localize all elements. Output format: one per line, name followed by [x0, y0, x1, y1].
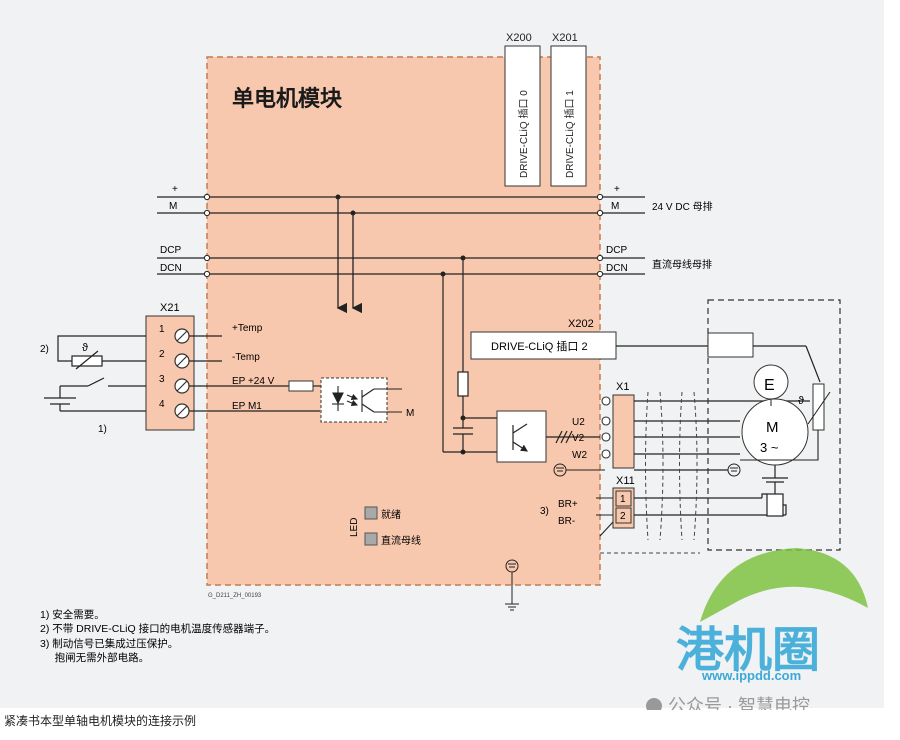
led-dc-link	[364, 532, 378, 546]
note-marker-3: 3)	[540, 506, 549, 517]
busbar-terminals	[203, 193, 604, 278]
x11-label: X11	[616, 475, 635, 487]
x1-screws	[601, 396, 611, 459]
x200-socket	[504, 45, 541, 187]
external-wiring	[44, 335, 146, 412]
x1-block	[612, 394, 635, 469]
bus-junctions	[335, 194, 466, 277]
note-1: 1) 安全需要。	[40, 608, 105, 621]
x21-pin-3: 3	[159, 374, 165, 385]
bus-24v-label: 24 V DC 母排	[652, 200, 713, 213]
bus-m-left: M	[169, 201, 177, 212]
bus-dcn-left: DCN	[160, 263, 182, 274]
cable-shield	[645, 391, 698, 541]
optocoupler	[320, 377, 388, 423]
x1-pin-u2: U2	[572, 417, 585, 428]
led-dc-link-label: 直流母线	[381, 534, 421, 547]
wechat-icon	[646, 698, 662, 710]
optocoupler-m: M	[406, 408, 414, 419]
ground-symbol-bottom	[505, 559, 519, 611]
optocoupler-symbol	[332, 386, 402, 413]
sensor-theta: ϑ	[82, 342, 88, 354]
bus-m-right: M	[611, 201, 619, 212]
encoder-label: E	[764, 377, 775, 394]
x21-signal-ep24: EP +24 V	[232, 376, 275, 387]
motor-phase-label: 3 ~	[760, 440, 779, 455]
note-3: 3) 制动信号已集成过压保护。	[40, 637, 178, 650]
watermark-site: www.ippdd.com	[701, 668, 801, 683]
x21-pin-2: 2	[159, 349, 165, 360]
led-group-label: LED	[349, 518, 360, 537]
connection-diagram: 单电机模块 G_D211_ZH_00193 X200 X201 DRIVE-CL…	[40, 32, 868, 710]
note-3b: 抱闸无需外部电路。	[40, 651, 149, 664]
x11-pin-2: 2	[620, 511, 626, 522]
x21-pin-1: 1	[159, 324, 165, 335]
led-ready-label: 就绪	[381, 508, 401, 521]
figure-caption: 紧凑书本型单轴电机模块的连接示例	[4, 714, 197, 728]
busbars	[157, 196, 645, 275]
x1-pin-v2: V2	[572, 433, 585, 444]
note-marker-2: 2)	[40, 344, 49, 355]
inverter-block	[496, 410, 547, 463]
ground-symbol-module	[553, 463, 605, 477]
input-resistor	[288, 380, 314, 392]
ground-symbol-motor	[727, 463, 741, 477]
motor-theta: ϑ	[798, 395, 804, 407]
watermark: 港机圈 www.ippdd.com 公众号 · 智慧电控	[646, 548, 868, 710]
inverter-symbol	[512, 423, 600, 452]
bus-dc-label: 直流母线母排	[652, 258, 712, 271]
x201-socket	[550, 45, 587, 187]
x1-pin-w2: W2	[572, 450, 587, 461]
bus-plus-right: +	[614, 184, 620, 195]
x202-slot-label: DRIVE-CLiQ 插口 2	[491, 339, 588, 353]
x202-socket	[470, 331, 617, 360]
drawing-id: G_D211_ZH_00193	[208, 593, 262, 599]
x201-label: X201	[552, 32, 578, 44]
x11-signal-br-minus: BR-	[558, 516, 575, 527]
x21-label: X21	[160, 302, 180, 314]
motor-temp-sensor	[812, 383, 825, 431]
x21-screws	[174, 328, 190, 419]
brake	[761, 465, 788, 517]
x21-signal-epm1: EP M1	[232, 401, 262, 412]
x11-signal-br-plus: BR+	[558, 499, 578, 510]
motor-label: M	[766, 419, 779, 436]
power-supply-taps	[336, 197, 363, 314]
bus-dcp-right: DCP	[606, 245, 627, 256]
motor-assembly-box	[707, 299, 841, 551]
watermark-account: 公众号 · 智慧电控	[668, 696, 810, 710]
note-2: 2) 不带 DRIVE-CLiQ 接口的电机温度传感器端子。	[40, 622, 275, 635]
bus-plus-left: +	[172, 184, 178, 195]
bus-dcp-left: DCP	[160, 245, 181, 256]
watermark-logo: 港机圈	[676, 624, 820, 677]
x21-internal-wires	[189, 335, 320, 412]
module-title: 单电机模块	[232, 86, 343, 111]
x200-slot-label: DRIVE-CLiQ 插口 0	[517, 90, 530, 178]
led-ready	[364, 506, 378, 520]
x21-signal-temp-plus: +Temp	[232, 323, 263, 334]
x21-signal-temp-minus: -Temp	[232, 352, 260, 363]
dc-link-circuit	[442, 258, 497, 453]
x200-label: X200	[506, 32, 532, 44]
x11-pin-1: 1	[620, 494, 626, 505]
x201-slot-label: DRIVE-CLiQ 插口 1	[563, 90, 576, 178]
note-marker-1: 1)	[98, 424, 107, 435]
motor-cable	[634, 400, 810, 516]
encoder-connector	[707, 332, 754, 358]
x202-label: X202	[568, 318, 594, 330]
x1-label: X1	[616, 381, 629, 393]
x21-pin-4: 4	[159, 399, 165, 410]
bus-dcn-right: DCN	[606, 263, 628, 274]
